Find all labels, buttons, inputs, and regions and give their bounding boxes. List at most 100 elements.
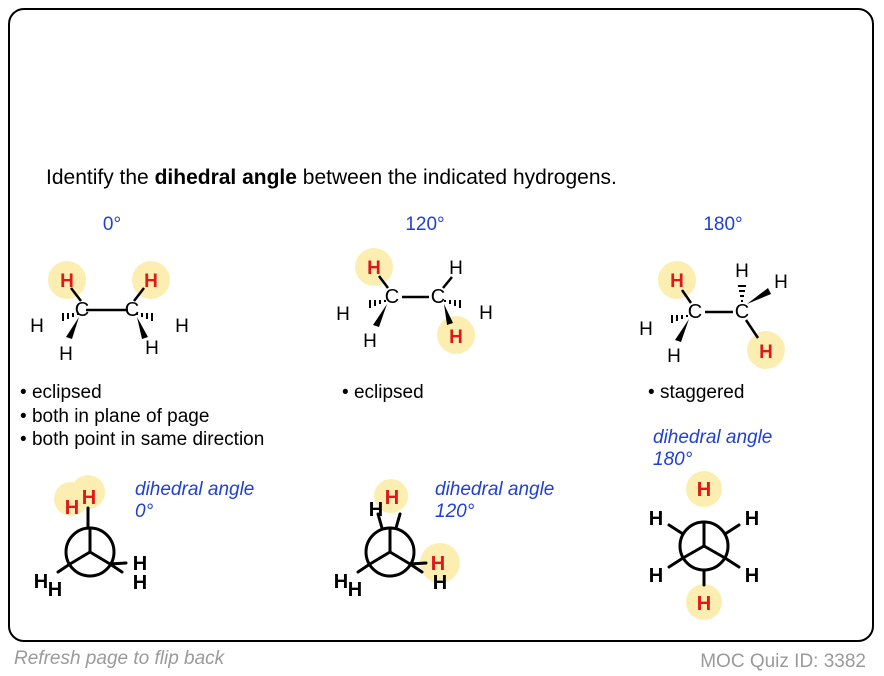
- solid-wedge: [747, 288, 771, 304]
- hydrogen-indicated: H: [431, 553, 445, 575]
- dihedral-label-text: dihedral angle: [653, 427, 773, 448]
- ethane-structure-1: C C H H H H H H: [30, 261, 189, 365]
- description-list-1: eclipsed both in plane of page both poin…: [20, 381, 264, 452]
- quiz-id: MOC Quiz ID: 3382: [700, 651, 866, 672]
- c-h-bond: [70, 287, 82, 302]
- highlight-circle: [355, 248, 393, 286]
- carbon-label: C: [688, 301, 702, 323]
- highlight-circle: [658, 261, 696, 299]
- highlight-circle: [686, 584, 722, 620]
- hydrogen-label: H: [745, 508, 759, 530]
- highlight-circle: [437, 316, 475, 354]
- hydrogen-label: H: [735, 261, 749, 282]
- description-item: both point in same direction: [20, 428, 264, 452]
- dihedral-label-2: dihedral angle 120°: [435, 479, 554, 523]
- hydrogen-indicated: H: [697, 479, 711, 501]
- highlight-circle: [374, 479, 408, 513]
- answer-angle-1: 0°: [102, 214, 122, 235]
- ethane-structure-2: C C H H H H H H: [336, 248, 493, 354]
- dihedral-label-text: dihedral angle: [135, 479, 255, 500]
- c-h-bond: [442, 276, 453, 289]
- solid-wedge: [675, 319, 689, 342]
- hydrogen-indicated: H: [60, 271, 74, 292]
- c-h-bond: [133, 287, 145, 302]
- hydrogen-label: H: [667, 346, 681, 367]
- hydrogen-label: H: [433, 572, 447, 594]
- hydrogen-label: H: [479, 303, 493, 324]
- hydrogen-label: H: [649, 508, 663, 530]
- description-item: eclipsed: [342, 381, 424, 405]
- hydrogen-label: H: [639, 319, 653, 340]
- hashed-wedge: [62, 313, 153, 321]
- refresh-hint: Refresh page to flip back: [14, 648, 225, 669]
- carbon-label: C: [431, 286, 445, 308]
- hydrogen-label: H: [145, 338, 159, 359]
- hydrogen-label: H: [175, 316, 189, 337]
- dihedral-label-text: dihedral angle: [435, 479, 555, 500]
- hydrogen-indicated: H: [697, 593, 711, 615]
- highlight-circle: [747, 331, 785, 369]
- newman-bonds: [356, 512, 428, 574]
- description-list-2: eclipsed: [342, 381, 424, 405]
- hydrogen-indicated: H: [385, 487, 399, 509]
- hydrogen-indicated: H: [670, 271, 684, 292]
- carbon-label: C: [125, 299, 139, 321]
- ethane-structure-3: C C H H H H H H: [639, 261, 788, 369]
- newman-bonds: [667, 520, 741, 587]
- c-h-bond: [744, 319, 760, 339]
- highlight-circle: [48, 261, 86, 299]
- hydrogen-indicated: H: [367, 258, 381, 279]
- c-h-bond: [378, 275, 389, 289]
- hydrogen-label: H: [133, 553, 147, 575]
- highlight-circle: [71, 475, 105, 509]
- description-item: eclipsed: [20, 381, 264, 405]
- answer-angle-3: 180°: [703, 214, 743, 235]
- solid-wedge: [444, 304, 453, 325]
- hydrogen-label: H: [745, 565, 759, 587]
- dihedral-label-value: 0°: [135, 501, 154, 522]
- hydrogen-label: H: [34, 571, 48, 593]
- title-bold: dihedral angle: [154, 166, 297, 189]
- highlight-circle: [420, 543, 460, 583]
- hydrogen-label: H: [369, 499, 383, 521]
- hydrogen-label: H: [449, 258, 463, 279]
- hydrogen-indicated: H: [65, 497, 79, 519]
- hashed-wedge: [369, 300, 461, 308]
- hydrogen-label: H: [30, 316, 44, 337]
- hashed-wedge: [671, 285, 746, 323]
- dihedral-label-3: dihedral angle 180°: [653, 427, 772, 471]
- answer-angle-2: 120°: [405, 214, 445, 235]
- newman-projection-1: H H H H H H: [34, 475, 147, 601]
- hydrogen-label: H: [133, 572, 147, 594]
- carbon-label: C: [735, 301, 749, 323]
- c-h-bond: [680, 289, 693, 304]
- solid-wedge: [66, 317, 79, 339]
- hydrogen-label: H: [649, 565, 663, 587]
- newman-projection-3: H H H H H H: [649, 471, 759, 620]
- hydrogen-label: H: [774, 272, 788, 293]
- carbon-label: C: [385, 286, 399, 308]
- description-item: staggered: [648, 381, 745, 405]
- title-suffix: between the indicated hydrogens.: [296, 166, 617, 189]
- hydrogen-indicated: H: [449, 327, 463, 348]
- highlight-circle: [686, 471, 722, 507]
- carbon-label: C: [75, 299, 89, 321]
- hydrogen-label: H: [334, 571, 348, 593]
- description-list-3: staggered: [648, 381, 745, 405]
- solid-wedge: [137, 317, 148, 339]
- dihedral-label-value: 180°: [653, 449, 693, 470]
- dihedral-label-1: dihedral angle 0°: [135, 479, 254, 523]
- hydrogen-label: H: [59, 344, 73, 365]
- hydrogen-label: H: [336, 304, 350, 325]
- hydrogen-label: H: [48, 579, 62, 601]
- solid-wedge: [373, 304, 387, 327]
- hydrogen-indicated: H: [82, 487, 96, 509]
- description-item: both in plane of page: [20, 405, 264, 429]
- dihedral-label-value: 120°: [435, 501, 475, 522]
- newman-bonds: [56, 506, 128, 574]
- hydrogen-label: H: [363, 331, 377, 352]
- hydrogen-indicated: H: [144, 271, 158, 292]
- title-prefix: Identify the: [46, 166, 155, 189]
- hydrogen-label: H: [348, 579, 362, 601]
- hydrogen-indicated: H: [759, 342, 773, 363]
